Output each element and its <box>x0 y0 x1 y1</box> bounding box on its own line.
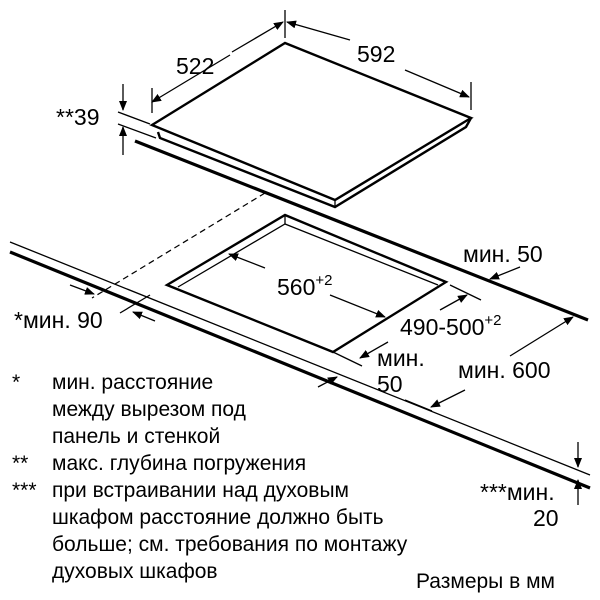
min-below-label-1: ***мин. <box>480 479 555 505</box>
note-line: мин. расстояние <box>52 371 213 394</box>
dimension-592 <box>286 20 472 110</box>
note-marker: *** <box>12 479 37 502</box>
min-side-label: *мин. 90 <box>14 307 103 333</box>
worktop-back-edge <box>117 111 589 322</box>
min-front-label-2: 50 <box>377 371 403 397</box>
hob-width-label: 592 <box>357 41 395 67</box>
note-marker: ** <box>12 452 28 475</box>
min-back-arrow <box>489 266 521 280</box>
units-label: Размеры в мм <box>416 570 555 593</box>
min-front-arrow <box>317 376 338 388</box>
insertion-depth-label: **39 <box>56 104 99 130</box>
note-line: панель и стенкой <box>52 425 220 448</box>
dimension-522 <box>151 10 286 113</box>
min-back-label: мин. 50 <box>463 241 543 267</box>
min-counter-label: мин. 600 <box>458 357 551 383</box>
note-line: шкафом расстояние должно быть <box>52 506 384 529</box>
dimension-490-500 <box>332 284 482 367</box>
footnotes: * мин. расстояние между вырезом под пане… <box>12 371 408 583</box>
note-line: макс. глубина погружения <box>52 452 306 475</box>
hob-outline <box>149 41 474 209</box>
hob-depth-label: 522 <box>176 53 214 79</box>
note-line: духовых шкафов <box>52 560 218 583</box>
dashed-guide-line <box>91 192 266 299</box>
cutout-width-label: 560+2 <box>277 272 332 300</box>
min-front-label-1: мин. <box>377 345 425 371</box>
dimension-560 <box>228 253 386 318</box>
note-marker: * <box>12 371 20 394</box>
cutout-depth-label: 490-500+2 <box>400 312 502 340</box>
min-below-label-2: 20 <box>533 505 559 531</box>
dimension-min-90 <box>69 284 156 322</box>
worktop-cutout <box>164 213 449 354</box>
worktop-front-edge <box>9 241 591 490</box>
note-line: между вырезом под <box>52 398 246 421</box>
note-line: больше; см. требования по монтажу <box>52 533 408 556</box>
note-line: при встраивании над духовым <box>52 479 349 502</box>
dimension-min-600 <box>404 316 574 412</box>
